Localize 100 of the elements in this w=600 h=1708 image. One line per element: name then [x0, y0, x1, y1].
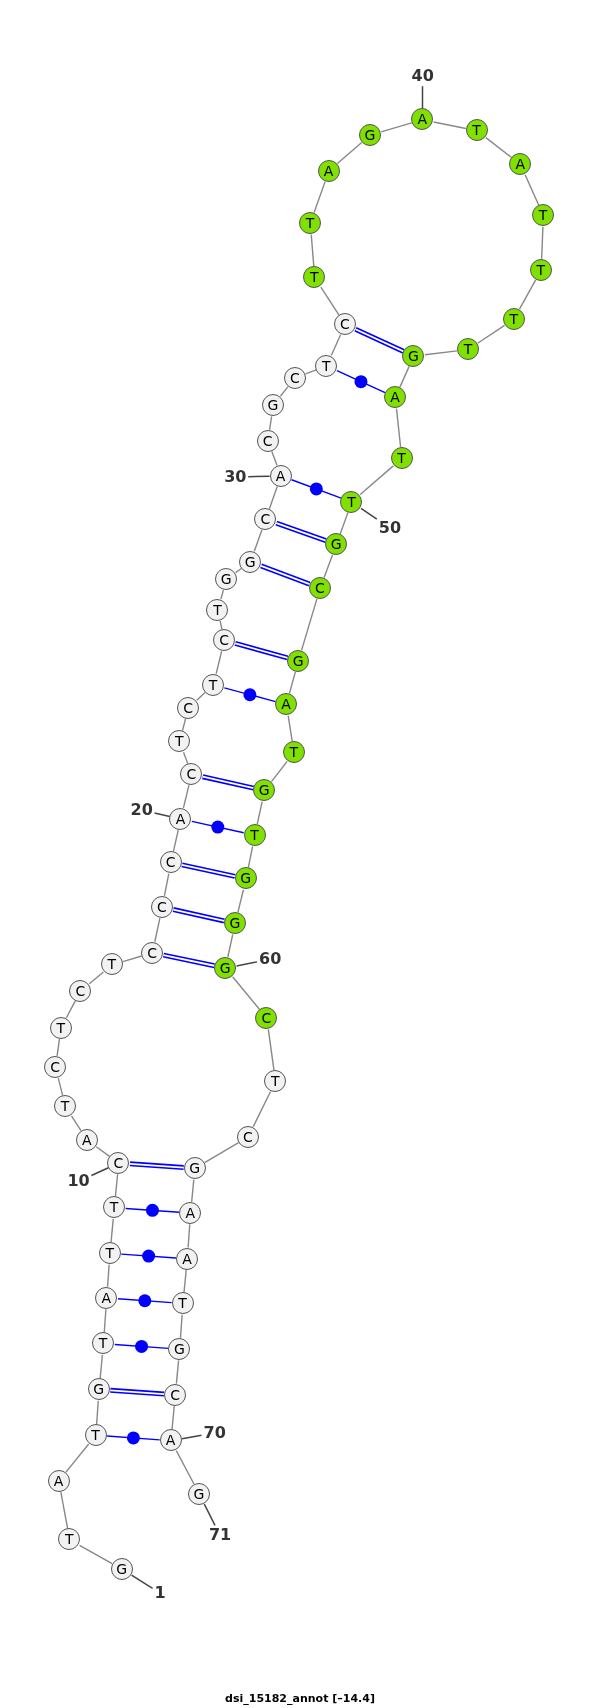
base-pair-dot-line — [290, 479, 342, 499]
base-pair-line — [109, 1387, 165, 1397]
nucleotide-circle: A — [159, 1429, 182, 1452]
nucleotide-circle: T — [264, 1070, 287, 1092]
nucleotide-circle: T — [168, 730, 191, 753]
nucleotide-circle: G — [253, 779, 276, 802]
nucleotide-circle: C — [141, 941, 164, 964]
backbone-line — [399, 365, 410, 388]
nucleotide-circle: C — [164, 1383, 186, 1406]
backbone-line — [256, 800, 263, 825]
position-number: 70 — [203, 1425, 226, 1441]
nucleotide-circle: T — [456, 338, 479, 361]
nucleotide-circle: A — [179, 1201, 202, 1224]
backbone-line — [279, 386, 289, 397]
nucleotide-circle: C — [333, 313, 356, 336]
nucleotide-circle: T — [54, 1095, 77, 1118]
base-pair-dot-line — [114, 1339, 170, 1353]
nucleotide-circle: T — [529, 258, 552, 281]
position-number: 30 — [224, 468, 247, 485]
nucleotide-circle: A — [176, 1247, 198, 1270]
backbone-line — [181, 718, 187, 732]
base-pair-dot-line — [120, 1249, 177, 1263]
backbone-line — [227, 933, 234, 958]
nucleotide-circle: G — [262, 393, 284, 416]
nucleotide-circle: T — [299, 211, 322, 234]
backbone-line — [175, 1449, 195, 1485]
nucleotide-circle: C — [150, 895, 173, 918]
backbone-line — [310, 233, 315, 268]
backbone-line — [172, 829, 179, 853]
leader-line — [130, 1574, 154, 1590]
base-pair-dot-line — [336, 369, 386, 394]
backbone-line — [268, 415, 273, 431]
caption: dsi_15182_annot [–14.4] — [225, 1692, 375, 1705]
nucleotide-circle: T — [49, 1016, 72, 1039]
base-pair-line — [354, 326, 405, 354]
backbone-line — [485, 136, 513, 159]
nucleotide-circle: A — [383, 386, 406, 409]
backbone-line — [424, 350, 458, 356]
backbone-line — [300, 598, 318, 651]
nucleotide-circle: T — [303, 266, 326, 289]
backbone-line — [432, 121, 467, 130]
position-number: 40 — [411, 68, 434, 85]
base-pair-line — [201, 774, 255, 791]
backbone-line — [395, 408, 402, 448]
backbone-line — [336, 141, 363, 165]
nucleotide-circle: C — [308, 576, 331, 599]
nucleotide-circle: G — [110, 1557, 133, 1580]
position-number: 60 — [259, 951, 282, 968]
backbone-line — [380, 122, 413, 133]
backbone-line — [268, 485, 278, 510]
leader-line — [235, 961, 258, 967]
backbone-line — [518, 279, 537, 310]
backbone-line — [215, 650, 223, 675]
backbone-line — [88, 971, 105, 985]
nucleotide-circle: C — [213, 629, 235, 651]
nucleotide-circle: C — [69, 979, 92, 1002]
position-number: 1 — [154, 1585, 166, 1602]
nucleotide-circle: C — [254, 508, 277, 531]
nucleotide-circle: C — [256, 429, 279, 452]
nucleotide-circle: A — [269, 464, 292, 487]
nucleotide-circle: G — [223, 912, 246, 935]
nucleotide-circle: C — [159, 851, 182, 874]
backbone-line — [183, 1269, 187, 1293]
backbone-line — [65, 1000, 76, 1019]
base-pair-line — [129, 1161, 185, 1171]
nucleotide-circle: A — [275, 693, 298, 716]
backbone-line — [190, 1178, 195, 1203]
backbone-line — [252, 1090, 272, 1128]
nucleotide-circle: G — [87, 1378, 110, 1401]
backbone-line — [163, 872, 170, 897]
backbone-line — [271, 450, 278, 466]
backbone-line — [270, 760, 288, 783]
nucleotide-circle: G — [287, 649, 310, 672]
nucleotide-circle: T — [502, 307, 525, 330]
base-pair-line — [260, 563, 311, 587]
nucleotide-circle: G — [358, 123, 381, 146]
nucleotide-circle: T — [340, 490, 363, 513]
base-pair-line — [172, 907, 226, 924]
nucleotide-circle: T — [315, 354, 338, 377]
backbone-line — [106, 1263, 110, 1288]
backbone-line — [524, 174, 540, 206]
position-number: 20 — [130, 802, 153, 819]
nucleotide-circle: G — [187, 1482, 210, 1505]
nucleotide-circle: A — [317, 159, 340, 182]
backbone-line — [103, 1308, 107, 1334]
leader-line — [421, 85, 424, 110]
base-pair-line — [162, 952, 216, 969]
backbone-line — [234, 567, 242, 574]
backbone-line — [182, 784, 190, 809]
leader-line — [247, 475, 271, 478]
nucleotide-circle: T — [243, 823, 266, 846]
backbone-line — [203, 1141, 240, 1164]
leader-line — [181, 1434, 203, 1440]
backbone-line — [196, 691, 206, 701]
backbone-line — [247, 845, 254, 869]
backbone-line — [339, 511, 349, 535]
nucleotide-circle: T — [465, 119, 488, 142]
backbone-line — [171, 1405, 175, 1431]
nucleotide-circle: T — [98, 1242, 121, 1265]
backbone-line — [114, 1173, 119, 1198]
